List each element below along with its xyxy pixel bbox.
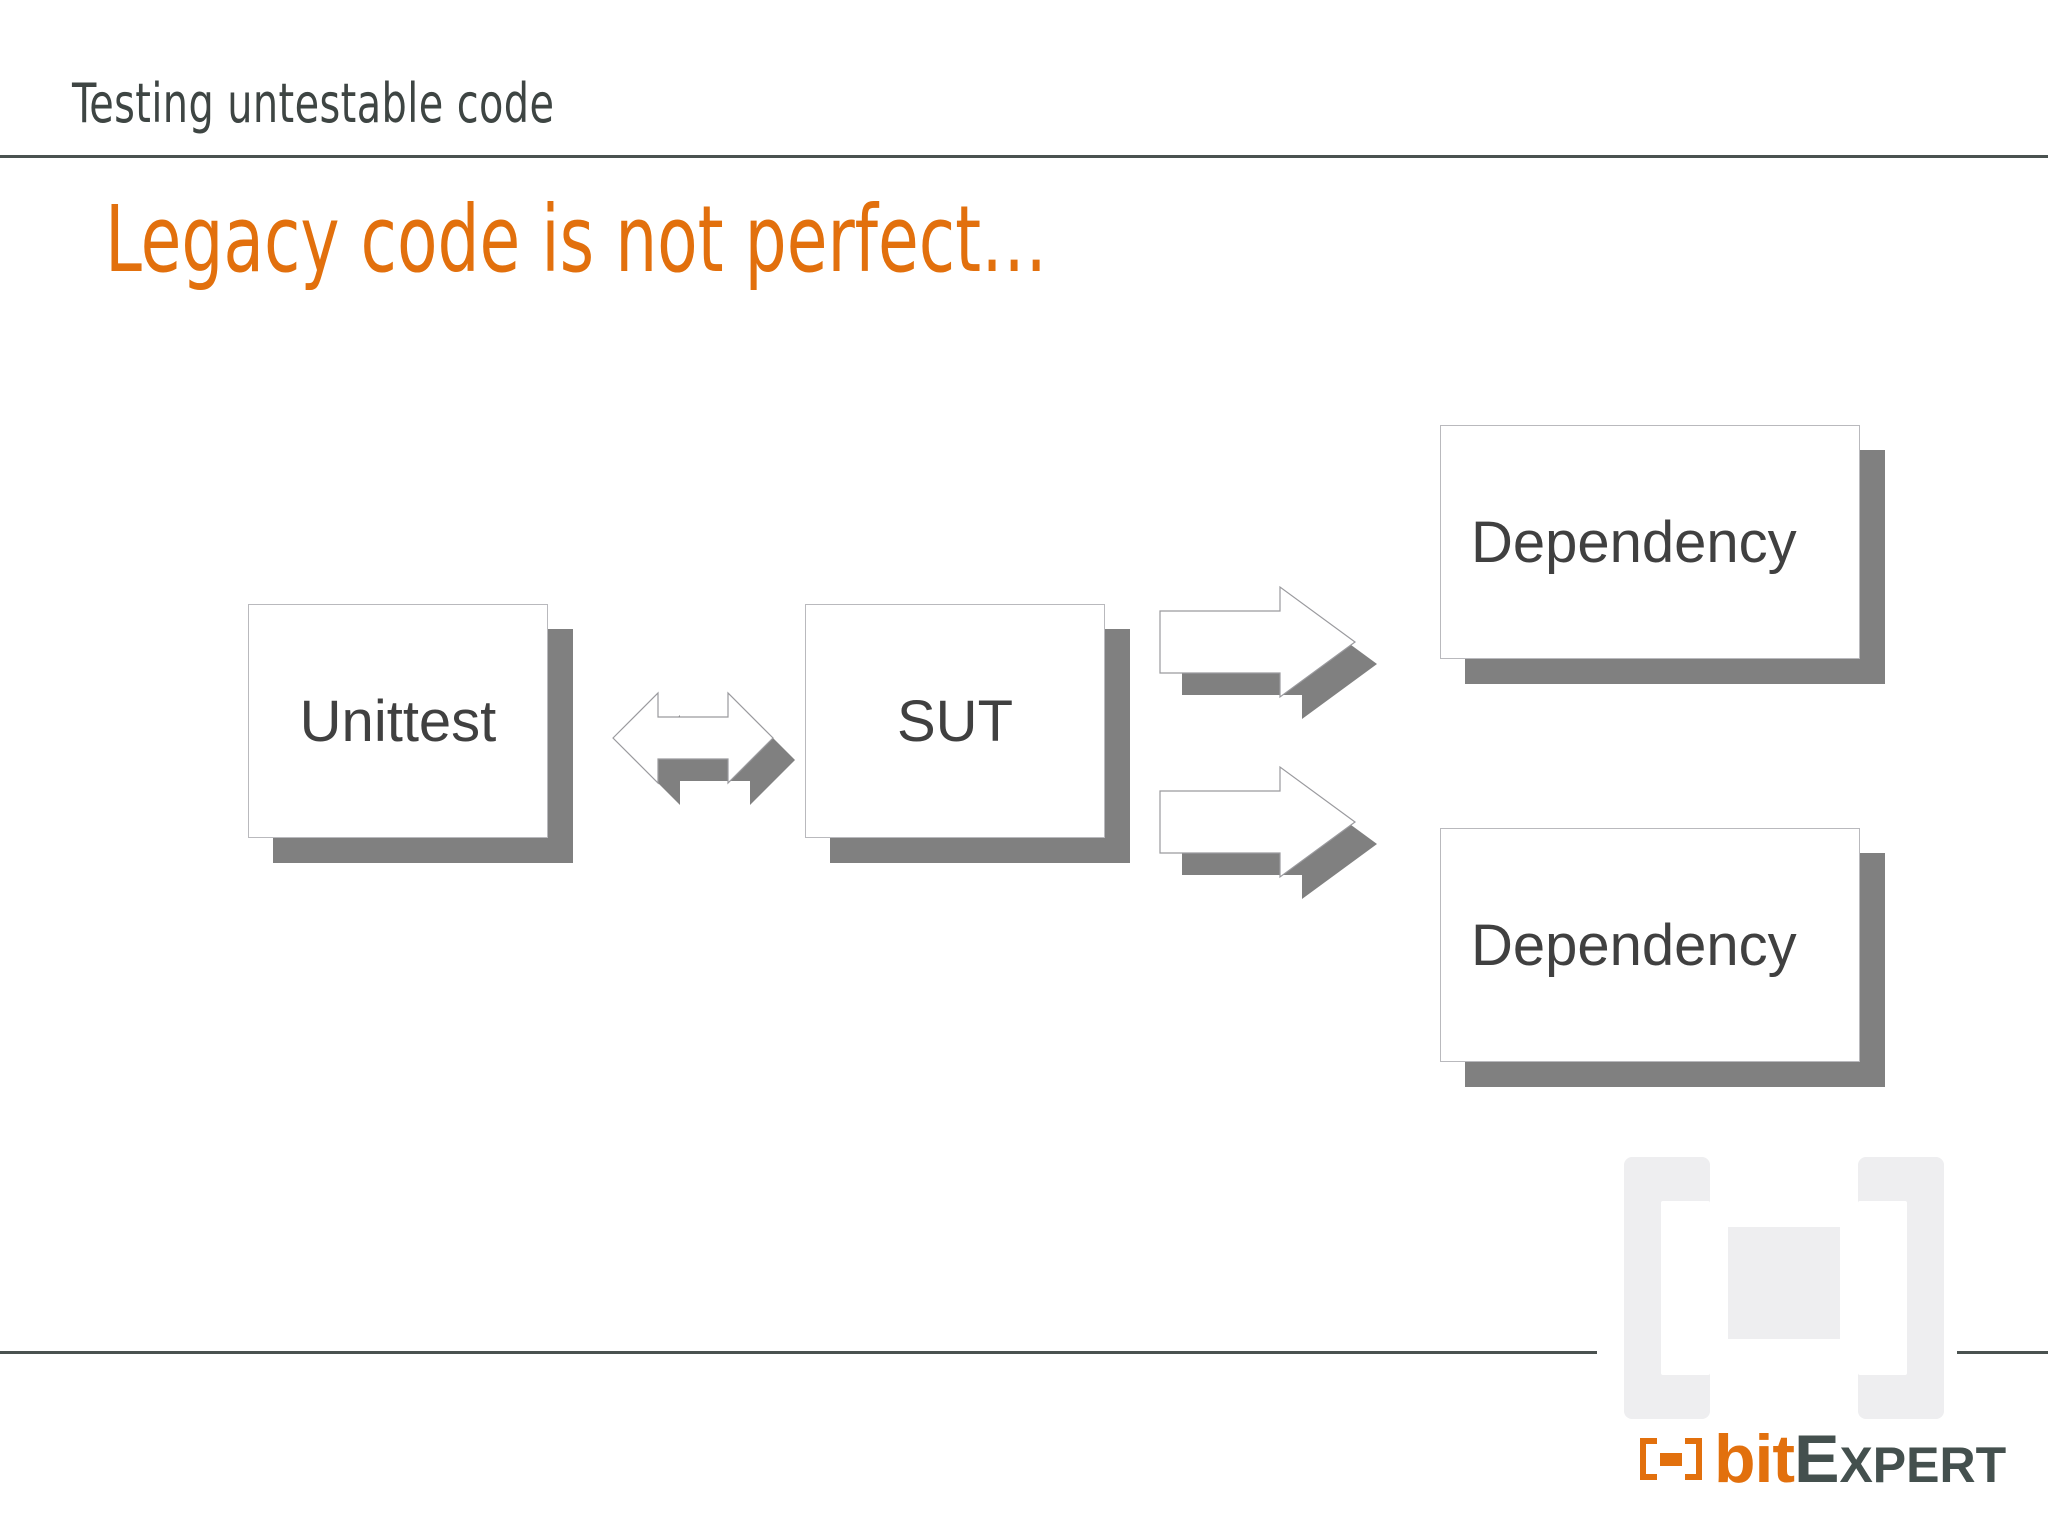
mark-left-bottom: [1640, 1474, 1657, 1480]
bitexpert-logo: bit EXPERT: [1640, 1420, 2006, 1498]
header-divider: [0, 155, 2048, 158]
connector-right-arrow-sut-dependency1: [1150, 583, 1390, 728]
watermark-left-notch: [1661, 1201, 1710, 1375]
node-label: Dependency: [1471, 912, 1797, 978]
node-face: Dependency: [1440, 425, 1860, 659]
diagram-node-dependency1: Dependency: [1440, 425, 1885, 684]
diagram-node-sut: SUT: [805, 604, 1130, 863]
node-face: Dependency: [1440, 828, 1860, 1062]
node-label: SUT: [897, 688, 1013, 754]
connector-double-arrow-unittest-sut: [588, 680, 818, 820]
mark-right-top: [1685, 1438, 1702, 1444]
connector-right-arrow-sut-dependency2: [1150, 763, 1390, 908]
mark-center-dot: [1660, 1453, 1682, 1466]
node-face: Unittest: [248, 604, 548, 838]
watermark-right-notch: [1858, 1201, 1907, 1375]
bitexpert-watermark-icon: [1624, 1157, 1944, 1419]
node-label: Unittest: [299, 688, 497, 754]
page-title: Legacy code is not perfect…: [105, 186, 1048, 293]
slide-header-text: Testing untestable code: [72, 72, 555, 135]
brand-expert-capital: E: [1794, 1421, 1840, 1497]
node-label: Dependency: [1471, 509, 1797, 575]
diagram-node-dependency2: Dependency: [1440, 828, 1885, 1087]
right-arrow-icon: [1159, 585, 1377, 719]
mark-left-vertical: [1640, 1438, 1646, 1480]
brand-name-bit: bit: [1714, 1421, 1795, 1497]
watermark-center-square: [1728, 1227, 1840, 1339]
footer-divider-left: [0, 1351, 1597, 1354]
double-arrow-icon: [612, 691, 795, 805]
mark-right-vertical: [1696, 1438, 1702, 1480]
mark-left-top: [1640, 1438, 1657, 1444]
footer-divider-right: [1957, 1351, 2048, 1354]
brand-expert-smallcaps: XPERT: [1839, 1437, 2007, 1493]
brand-name-expert: EXPERT: [1794, 1425, 2006, 1493]
mark-right-bottom: [1685, 1474, 1702, 1480]
bitexpert-bracket-icon: [1640, 1438, 1702, 1480]
node-face: SUT: [805, 604, 1105, 838]
diagram-node-unittest: Unittest: [248, 604, 573, 863]
right-arrow-icon: [1159, 765, 1377, 899]
